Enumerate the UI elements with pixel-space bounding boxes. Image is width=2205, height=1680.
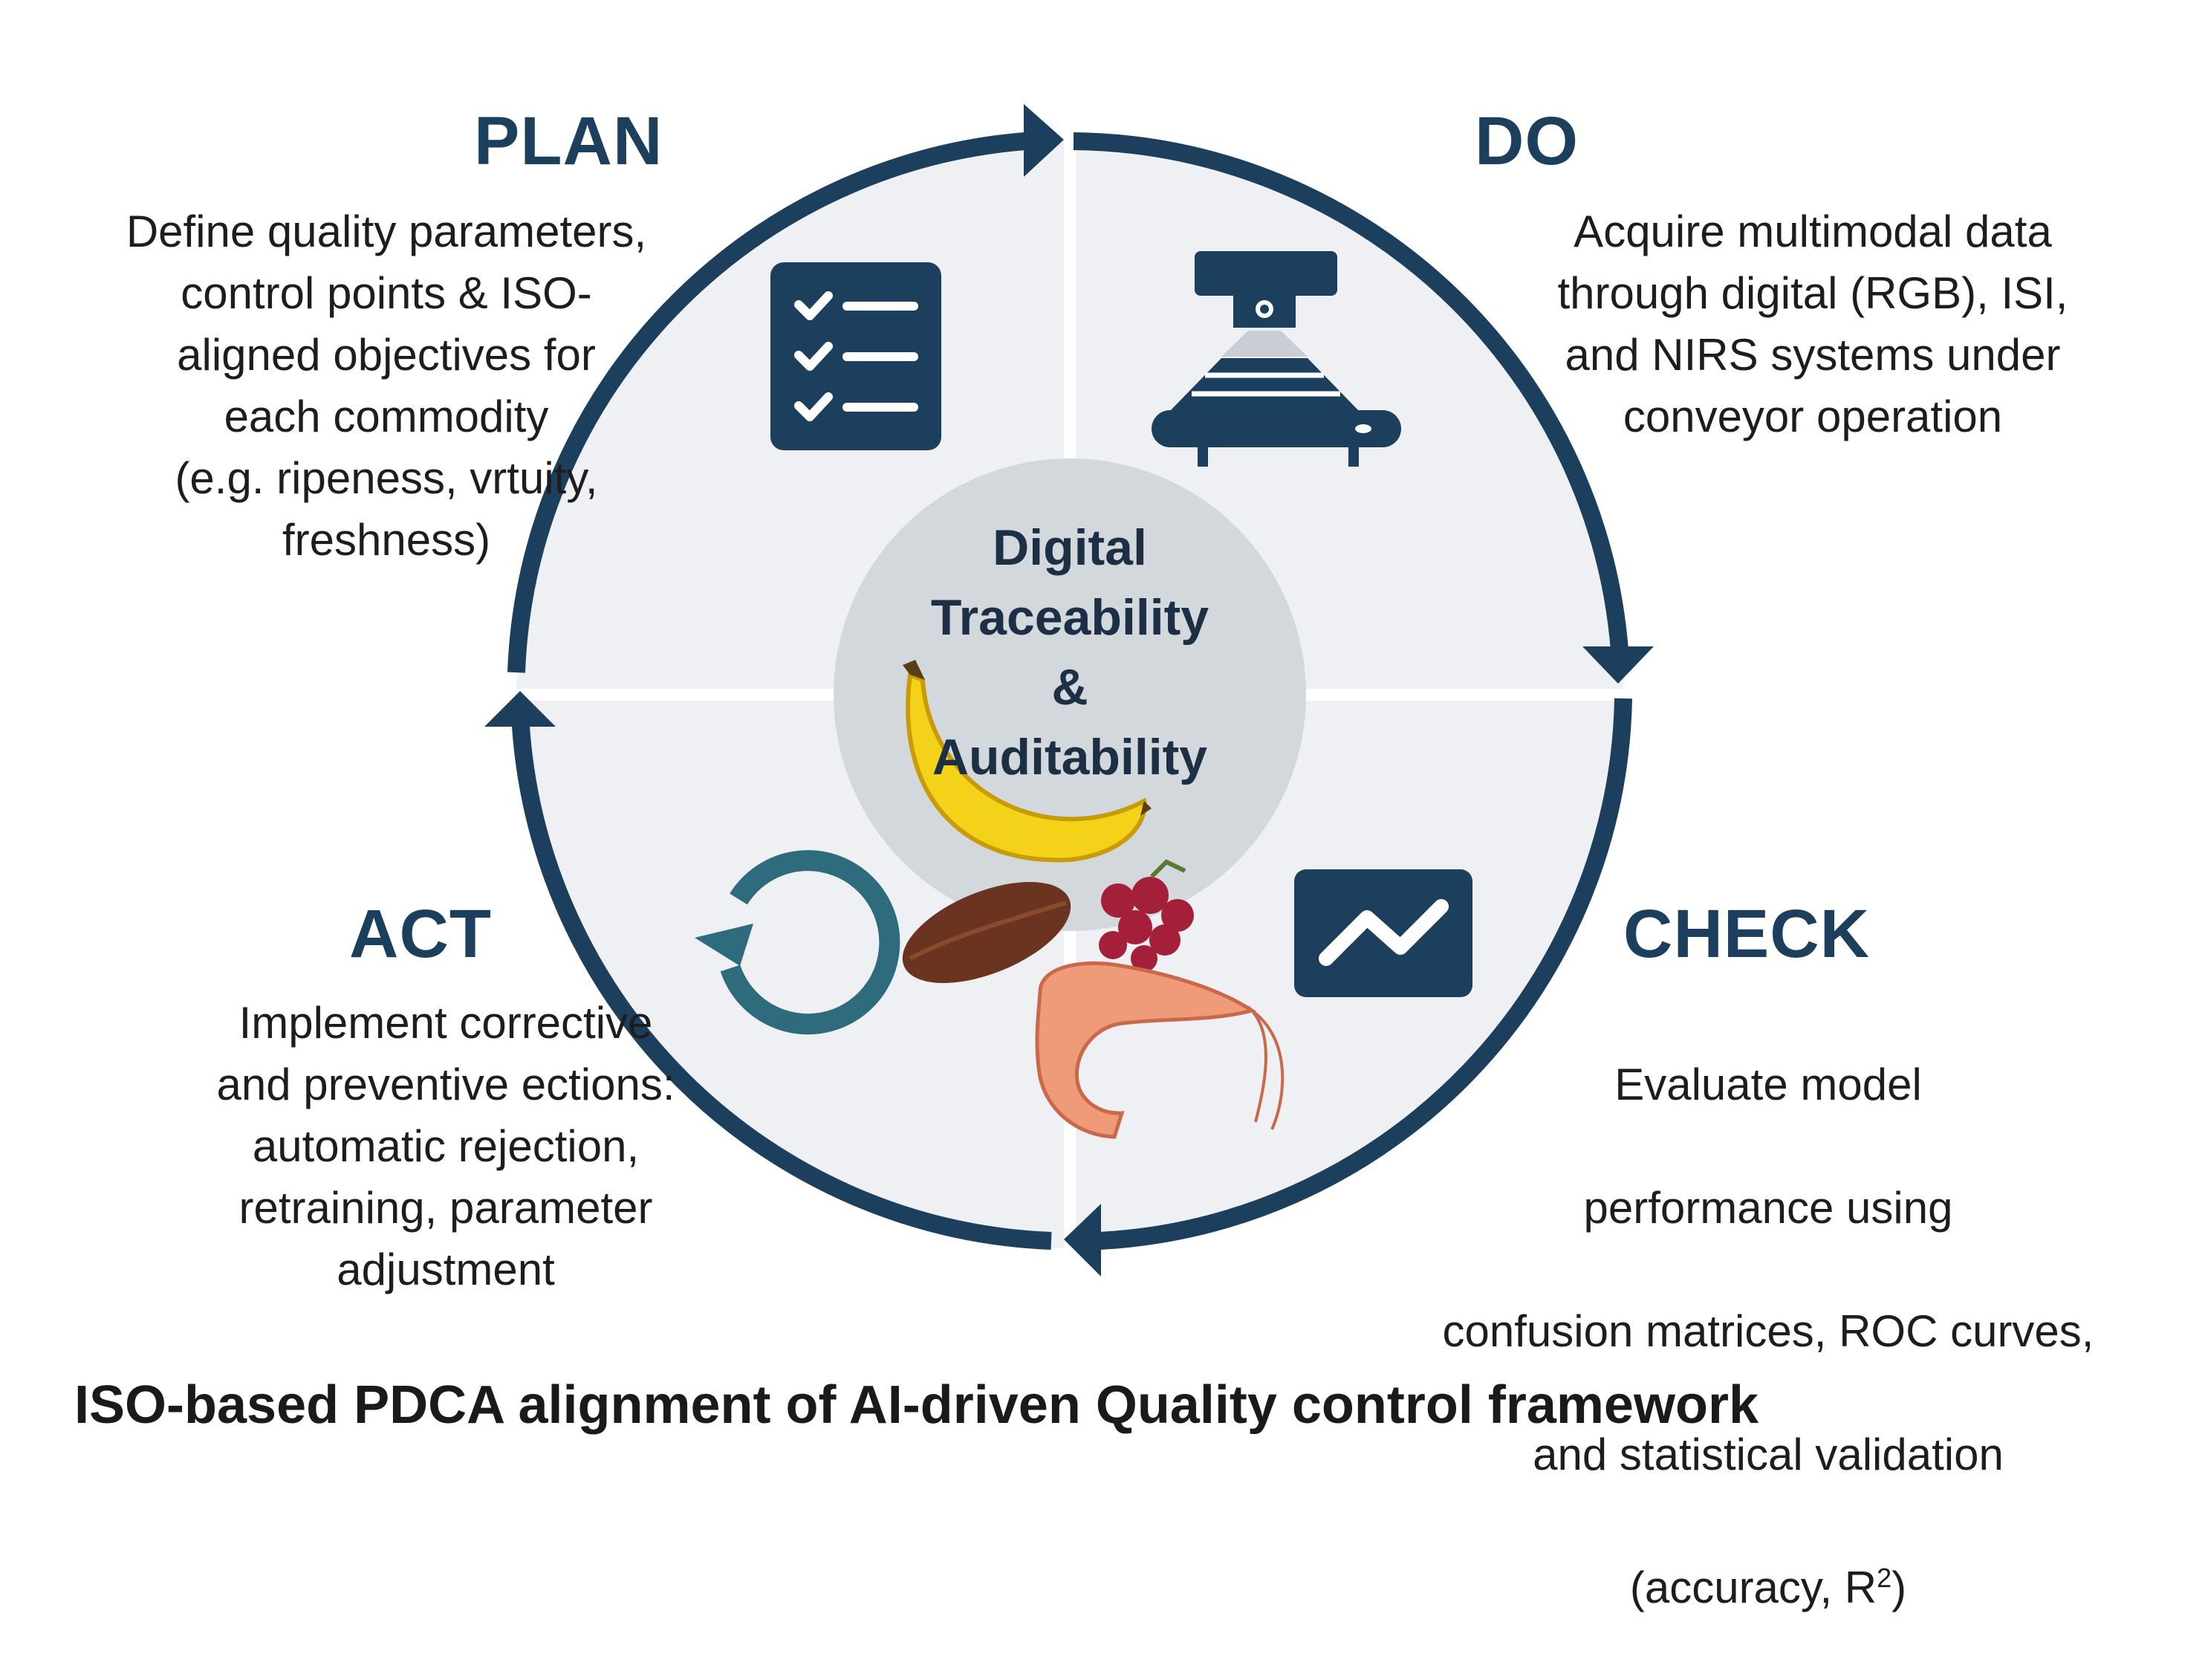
arrowhead-to-do [1024,104,1064,177]
trend-chart-icon [1294,869,1472,997]
arc-check-to-act [1099,698,1632,1250]
arrowhead-to-check [1582,646,1654,684]
do-description: Acquire multimodal data through digital … [1557,207,2068,441]
berries-icon [1099,859,1194,972]
act-title: ACT [349,896,493,972]
arrowhead-to-act [1064,1204,1101,1277]
check-metric-line: (accuracy, R2) [1352,1547,2184,1618]
figure-caption: ISO-based PDCA alignment of AI-driven Qu… [74,1375,1759,1435]
refresh-cycle-icon [695,850,900,1035]
check-description: Evaluate model performance using confusi… [1352,992,2184,1680]
check-line-4: and statistical validation [1533,1430,2004,1479]
act-description: Implement corrective and preventive ecti… [216,998,675,1294]
conveyor-scanner-icon [1152,251,1401,467]
do-title: DO [1475,103,1579,179]
check-metric-suffix: ) [1891,1563,1907,1612]
pdca-diagram [484,104,1654,1277]
arc-plan-to-do [507,132,1026,673]
banana-icon [903,660,1152,863]
plan-description: Define quality parameters, control point… [126,207,647,565]
check-line-1: Evaluate model [1614,1060,1922,1109]
arrowhead-to-plan [484,691,556,727]
check-metric-superscript: 2 [1877,1563,1892,1593]
arc-do-to-check [1073,132,1628,651]
plan-title: PLAN [474,103,663,179]
check-line-3: confusion matrices, ROC curves, [1442,1306,2094,1356]
check-metric-prefix: (accuracy, R [1629,1563,1877,1612]
check-line-2: performance using [1583,1183,1953,1233]
pdca-ring [507,132,1632,1250]
center-label: Digital Traceability & Auditability [930,519,1209,785]
arc-act-to-plan [511,713,1052,1250]
check-title: CHECK [1623,896,1871,972]
cocoa-pod-icon [902,882,1071,983]
checklist-icon [770,262,941,450]
shrimp-icon [1035,961,1285,1139]
